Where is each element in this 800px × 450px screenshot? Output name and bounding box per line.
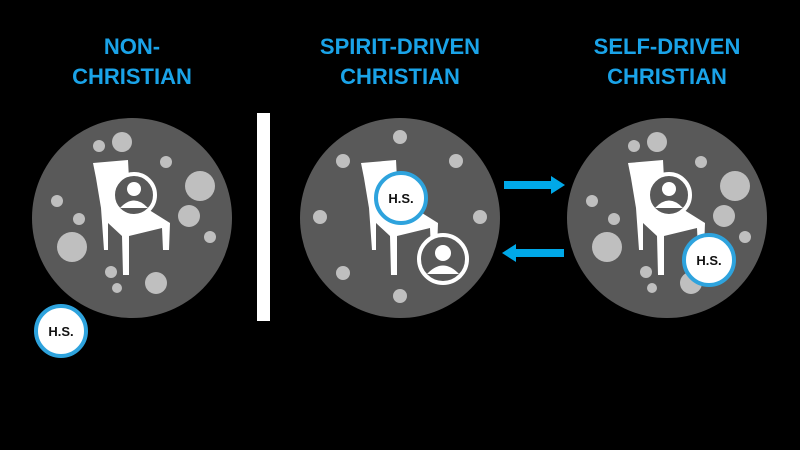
svg-text:H.S.: H.S. — [48, 324, 73, 339]
svg-text:H.S.: H.S. — [388, 191, 413, 206]
holy-spirit-badge-outside: H.S. — [34, 304, 88, 358]
self-person-icon — [646, 172, 692, 218]
non-christian-circle — [32, 118, 232, 318]
self-driven-circle: H.S. — [567, 118, 767, 318]
holy-spirit-badge: H.S. — [374, 171, 428, 225]
self-person-icon — [111, 172, 157, 218]
self-person-icon — [417, 233, 469, 285]
holy-spirit-badge: H.S. — [682, 233, 736, 287]
arrow-right-icon — [504, 176, 565, 194]
svg-text:H.S.: H.S. — [696, 253, 721, 268]
arrow-left-icon — [502, 244, 564, 262]
spirit-driven-circle: H.S. — [300, 118, 500, 318]
divider-bar — [257, 113, 270, 321]
title-non-christian: NON-CHRISTIAN — [72, 34, 192, 89]
